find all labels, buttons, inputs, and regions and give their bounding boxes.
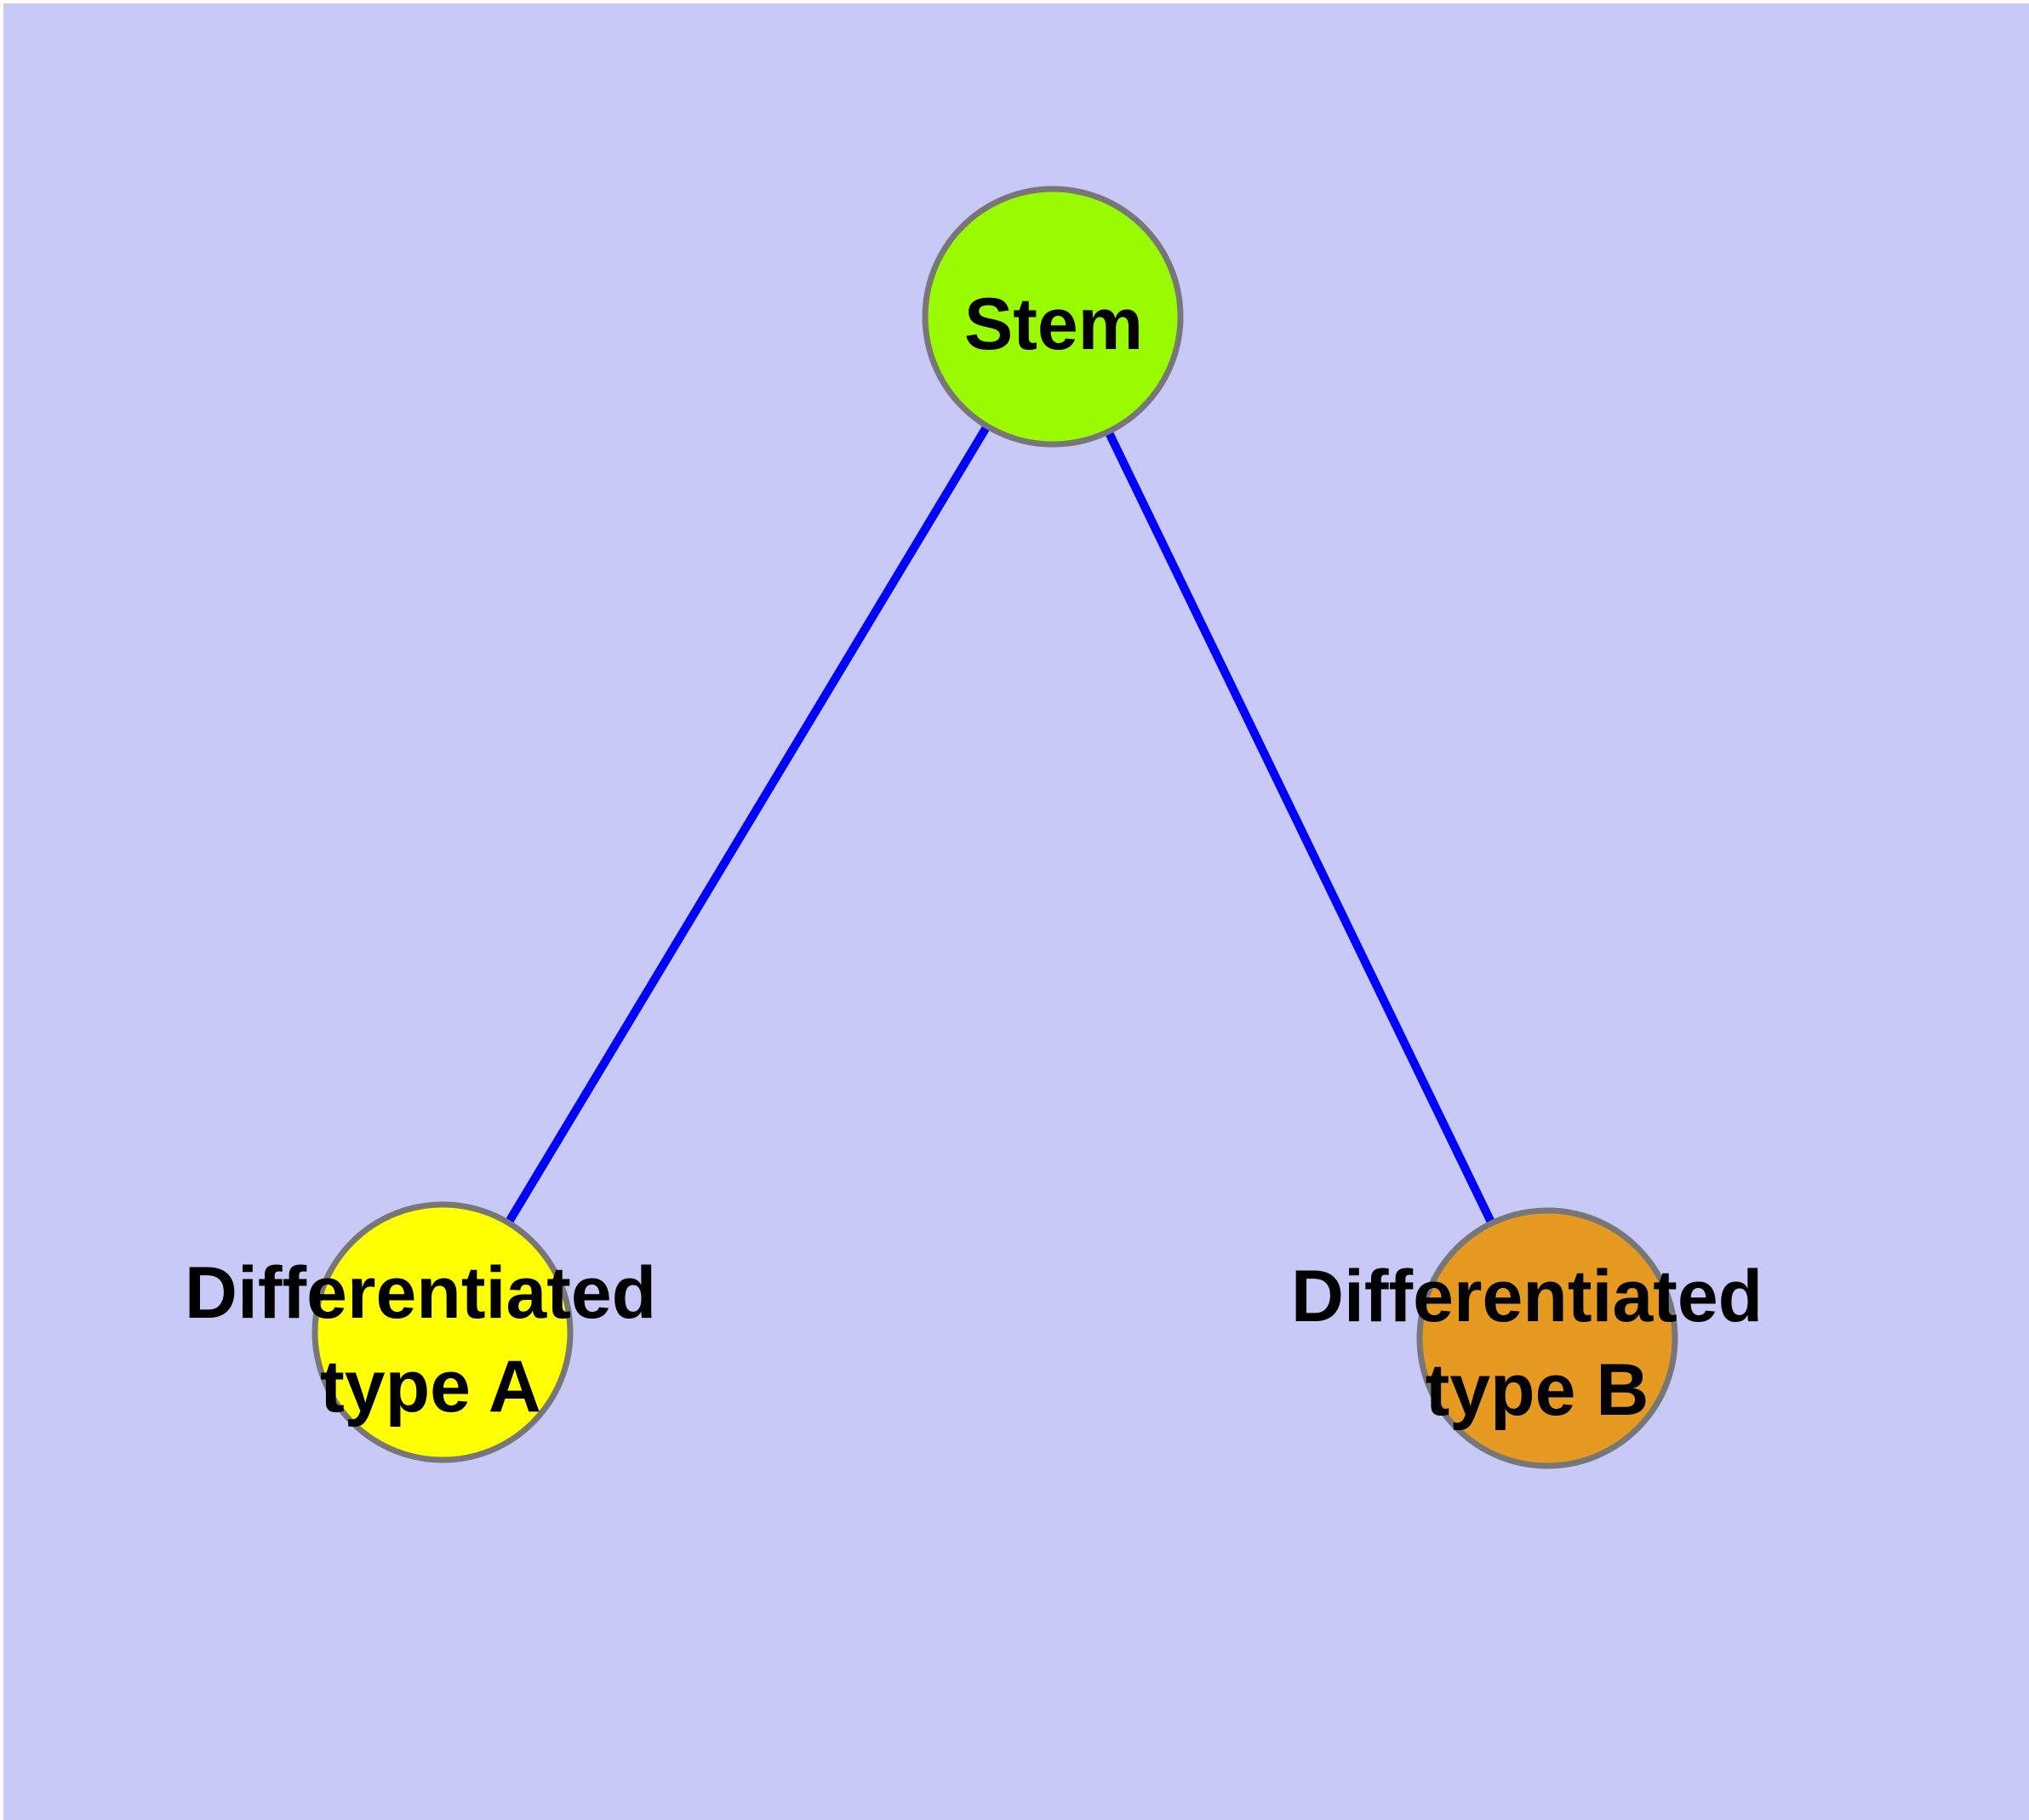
node-stem: [922, 186, 1184, 448]
node-type-b-label-line1: Differentiated: [1291, 1256, 1763, 1337]
node-type-b-label: Differentiated type B: [1291, 1256, 1783, 1431]
node-type-a-label-line1: Differentiated: [185, 1252, 656, 1334]
node-type-a-label-line2: type A: [320, 1346, 541, 1428]
node-type-a-label: Differentiated type A: [185, 1252, 677, 1428]
node-differentiated-type-b: [1416, 1207, 1678, 1469]
node-type-b-label-line2: type B: [1426, 1349, 1649, 1431]
node-stem-label: Stem: [964, 283, 1143, 365]
edge-stem-to-type-a: [438, 314, 1057, 1335]
edge-stem-to-type-b: [1049, 314, 1552, 1341]
node-differentiated-type-a: [311, 1201, 574, 1463]
